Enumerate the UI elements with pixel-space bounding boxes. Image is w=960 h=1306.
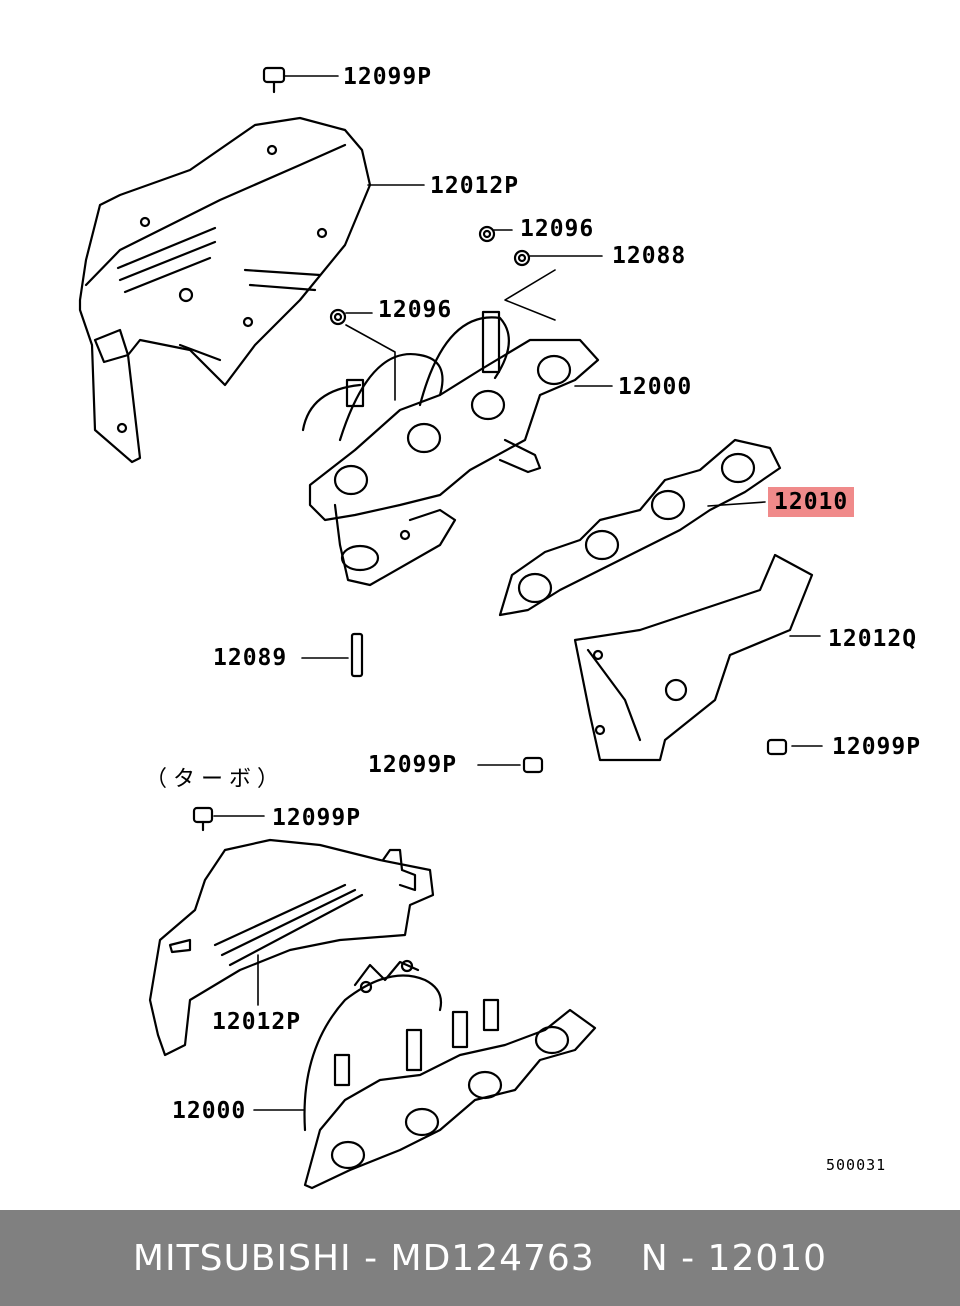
callout-12099p-top: 12099P [343, 64, 433, 90]
exhaust-manifold-turbo [253, 959, 597, 1190]
stud-12089 [301, 632, 364, 678]
heat-shield-12012q [573, 553, 821, 762]
bolt-mid [477, 756, 544, 774]
turbo-note: （ターボ） [145, 767, 286, 792]
footer-bar: MITSUBISHI - MD124763 N - 12010 [0, 1210, 960, 1306]
footer-ref: N - 12010 [640, 1237, 828, 1279]
turbo-heat-shield [148, 838, 435, 1057]
exhaust-manifold-na [301, 310, 613, 587]
bolt-right [766, 738, 823, 756]
callout-12012p-turbo: 12012P [212, 1009, 302, 1035]
exploded-parts-diagram [78, 66, 823, 1190]
callout-12012p-top: 12012P [430, 173, 520, 199]
nut-12096-b [329, 308, 396, 401]
upper-heat-shield [78, 116, 425, 464]
callout-12089: 12089 [213, 645, 288, 671]
gasket-12010 [498, 438, 782, 617]
bolt-turbo [192, 806, 265, 832]
bolt-top [262, 66, 339, 94]
diagram-code: 500031 [826, 1156, 887, 1174]
washer-12088 [504, 249, 603, 321]
callout-12012q: 12012Q [828, 626, 918, 652]
callout-12010-highlighted: 12010 [768, 487, 855, 517]
callout-12099p-right: 12099P [832, 734, 922, 760]
nut-12096-a [478, 225, 513, 243]
callout-12099p-mid: 12099P [368, 752, 458, 778]
callout-12088: 12088 [612, 243, 687, 269]
callout-12096-a: 12096 [520, 216, 595, 242]
callout-12000-na: 12000 [618, 374, 693, 400]
callout-12099p-turbo: 12099P [272, 805, 362, 831]
callout-12096-b: 12096 [378, 297, 453, 323]
footer-brand-part: MITSUBISHI - MD124763 [132, 1237, 595, 1279]
callout-12000-turbo: 12000 [172, 1098, 247, 1124]
